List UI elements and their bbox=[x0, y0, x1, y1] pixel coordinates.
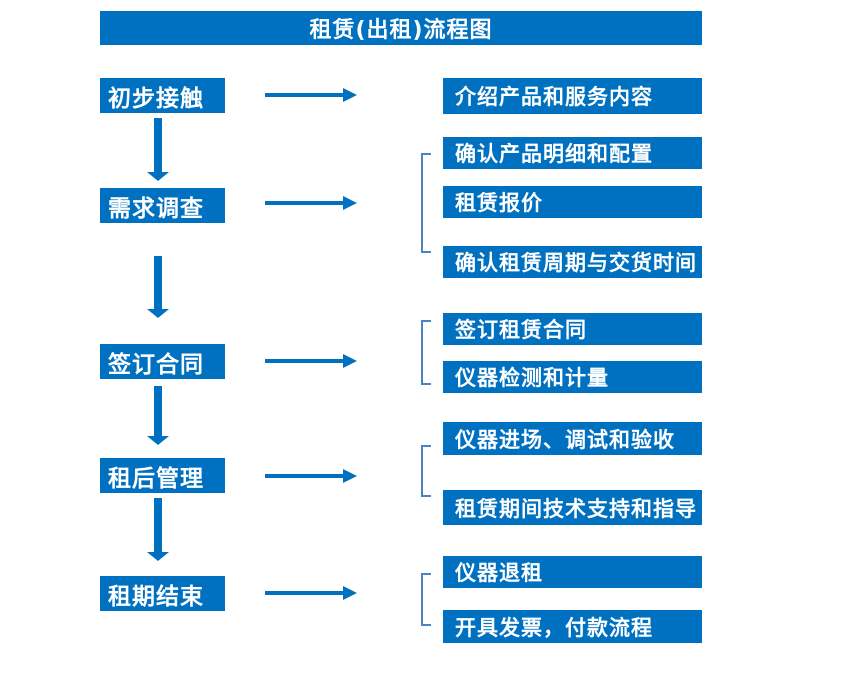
arrow-right-icon bbox=[265, 586, 357, 600]
step-demand-survey: 需求调查 bbox=[100, 188, 225, 223]
detail-box: 仪器检测和计量 bbox=[443, 361, 702, 393]
detail-box: 租赁报价 bbox=[443, 186, 702, 218]
detail-box: 仪器进场、调试和验收 bbox=[443, 422, 702, 455]
detail-box: 租赁期间技术支持和指导 bbox=[443, 490, 702, 525]
arrow-down-icon bbox=[147, 118, 169, 181]
step-sign-contract: 签订合同 bbox=[100, 344, 225, 379]
step-rental-end: 租期结束 bbox=[100, 576, 225, 611]
flowchart-title: 租赁(出租)流程图 bbox=[100, 11, 702, 45]
group-bracket bbox=[421, 320, 431, 385]
detail-box: 开具发票，付款流程 bbox=[443, 610, 702, 643]
arrow-down-icon bbox=[147, 256, 169, 318]
group-bracket bbox=[421, 153, 431, 253]
arrow-right-icon bbox=[265, 88, 357, 102]
detail-box: 仪器退租 bbox=[443, 556, 702, 588]
arrow-right-icon bbox=[265, 469, 357, 483]
group-bracket bbox=[421, 445, 431, 497]
detail-box: 签订租赁合同 bbox=[443, 313, 702, 345]
arrow-right-icon bbox=[265, 354, 357, 368]
detail-box: 确认租赁周期与交货时间 bbox=[443, 246, 702, 278]
group-bracket bbox=[421, 573, 431, 626]
arrow-down-icon bbox=[147, 386, 169, 445]
step-post-rental-management: 租后管理 bbox=[100, 458, 225, 493]
step-initial-contact: 初步接触 bbox=[100, 78, 225, 113]
arrow-right-icon bbox=[265, 196, 357, 210]
detail-box: 确认产品明细和配置 bbox=[443, 137, 702, 169]
arrow-down-icon bbox=[147, 498, 169, 561]
detail-box: 介绍产品和服务内容 bbox=[443, 78, 702, 114]
